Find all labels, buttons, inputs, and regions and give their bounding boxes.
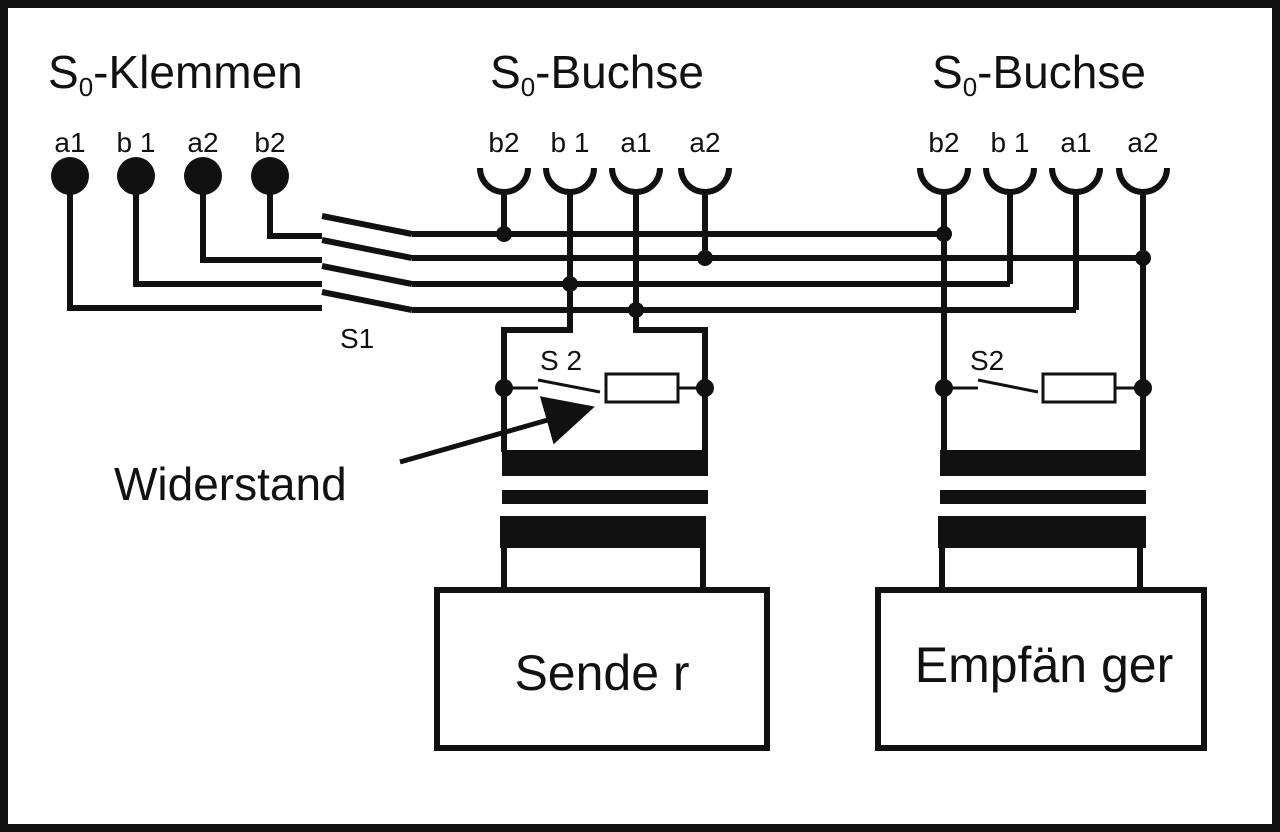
buchse-right-socket-a2 (1116, 167, 1170, 195)
resistor-right (1041, 372, 1117, 404)
s2-right-blade (977, 378, 1039, 394)
transformer-left-core (502, 490, 708, 504)
junction (562, 276, 578, 292)
wire-klemmen-b2 (267, 176, 322, 239)
buchse-left-socket-b1 (543, 167, 597, 195)
buchse-right-socket-b1 (983, 167, 1037, 195)
buchse-right-pin-label-b2: b2 (928, 127, 959, 158)
transformer-left-coil-bottom (500, 516, 706, 548)
heading-buchse-left: S0-Buchse (490, 46, 704, 102)
s2-resistor-left (504, 372, 705, 404)
empfaenger-box (875, 587, 1207, 751)
junction (628, 302, 644, 318)
heading-klemmen: S0-Klemmen (48, 46, 303, 102)
transformer-right (938, 450, 1146, 548)
buchse-right-sockets (917, 167, 1170, 195)
empfaenger-label: Empfän ger (915, 637, 1173, 693)
buchse-left-pin-label-a2: a2 (689, 127, 720, 158)
transformer-left-coil-top (502, 450, 708, 476)
s2-left-label: S 2 (540, 345, 582, 376)
s1-blade-4 (321, 289, 413, 313)
junction (697, 250, 713, 266)
s2-left-blade (537, 378, 601, 394)
resistor-left (604, 372, 680, 404)
buchse-right-pin-label-a2: a2 (1127, 127, 1158, 158)
junction (936, 226, 952, 242)
widerstand-arrow (399, 396, 595, 465)
transformer-right-coil-bottom (938, 516, 1146, 548)
klemmen-pin-label-b2: b2 (254, 127, 285, 158)
transformer-left (500, 450, 708, 548)
buchse-left-pin-label-b1: b 1 (551, 127, 590, 158)
wire-klemmen-a2 (200, 176, 322, 263)
junction (1135, 250, 1151, 266)
transformer-right-coil-top (940, 450, 1146, 476)
klemmen-pin-label-b1: b 1 (117, 127, 156, 158)
buchse-right-pin-label-a1: a1 (1060, 127, 1091, 158)
transformer-right-core (940, 490, 1146, 504)
buchse-left-socket-a1 (609, 167, 663, 195)
buchse-left-socket-b2 (477, 167, 531, 195)
buchse-left-socket-a2 (678, 167, 732, 195)
s1-blade-3 (321, 263, 413, 287)
buchse-right-socket-a1 (1049, 167, 1103, 195)
heading-buchse-right: S0-Buchse (932, 46, 1146, 102)
wire-klemmen-b1 (133, 176, 322, 287)
buchse-left-pin-label-a1: a1 (620, 127, 651, 158)
s2-right-label: S2 (970, 345, 1004, 376)
buchse-right-socket-b2 (917, 167, 971, 195)
s2-resistor-right (944, 372, 1143, 404)
buchse-left-sockets (477, 167, 732, 195)
transformer-right-leads (939, 548, 1143, 590)
s1-blade-2 (321, 237, 413, 261)
buchse-right-pin-label-b1: b 1 (991, 127, 1030, 158)
buchse-left-pin-label-b2: b2 (488, 127, 519, 158)
klemmen-pin-label-a1: a1 (54, 127, 85, 158)
widerstand-label: Widerstand (114, 458, 347, 510)
klemmen-terminals (51, 157, 289, 195)
s1-label: S1 (340, 323, 374, 354)
klemmen-pin-label-a2: a2 (187, 127, 218, 158)
sender-box (434, 587, 770, 751)
s1-blade-1 (321, 213, 413, 237)
wire-klemmen-a1 (67, 176, 322, 311)
sender-label: Sende r (514, 645, 689, 701)
junction (496, 226, 512, 242)
junctions (495, 226, 1152, 397)
transformer-left-leads (501, 548, 706, 590)
wiring (67, 176, 1146, 452)
